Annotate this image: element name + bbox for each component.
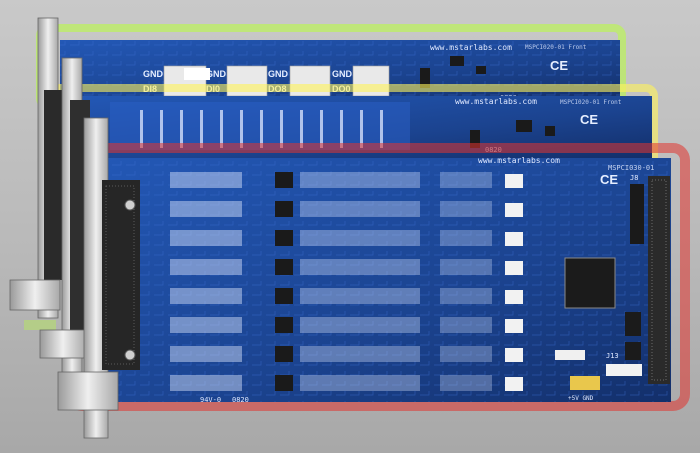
front-board-ce-mark: CE <box>600 172 618 187</box>
front-board-right-connector <box>648 176 670 384</box>
front-board-channels <box>170 172 523 391</box>
channel-row <box>170 346 523 362</box>
channel-row <box>170 230 523 246</box>
channel-row <box>170 201 523 217</box>
front-board-power-label: +5V GND <box>568 395 594 402</box>
top-board: GND DI8 GND DI0 GND DO8 GND DO0 www.msta… <box>36 24 626 110</box>
middle-board-url: www.mstarlabs.com <box>455 97 537 106</box>
middle-board: www.mstarlabs.com MSPCI020-01 Front 0820… <box>48 84 658 172</box>
label-gnd-2: GND <box>206 69 227 79</box>
middle-board-ce-mark: CE <box>580 112 598 127</box>
middle-board-resistor-rows <box>140 110 383 148</box>
middle-board-model: MSPCI020-01 Front <box>560 99 622 106</box>
channel-row <box>170 288 523 304</box>
front-board-jumper-label: J13 <box>606 352 619 360</box>
label-gnd-4: GND <box>332 69 353 79</box>
front-board-url: www.mstarlabs.com <box>478 156 560 165</box>
channel-row <box>170 317 523 333</box>
channel-row <box>170 259 523 275</box>
front-board-connector-right-label: J8 <box>630 174 638 182</box>
middle-board-chips <box>470 120 555 148</box>
front-board-model: MSPCI030-01 <box>608 164 654 172</box>
top-board-ce-mark: CE <box>550 58 568 73</box>
front-board-date-code: 0820 <box>232 396 249 404</box>
channel-row <box>170 375 523 391</box>
top-board-model: MSPCI020-01 Front <box>525 44 587 51</box>
top-board-url: www.mstarlabs.com <box>430 43 512 52</box>
label-gnd-3: GND <box>268 69 289 79</box>
front-board: www.mstarlabs.com MSPCI030-01 CE <box>65 143 690 411</box>
front-board-cert-mark: 94V-0 <box>200 396 221 404</box>
label-gnd-1: GND <box>143 69 164 79</box>
front-board-main-ic <box>564 257 616 309</box>
top-board-chips <box>420 56 486 88</box>
brackets <box>9 17 140 439</box>
channel-row <box>170 172 523 188</box>
